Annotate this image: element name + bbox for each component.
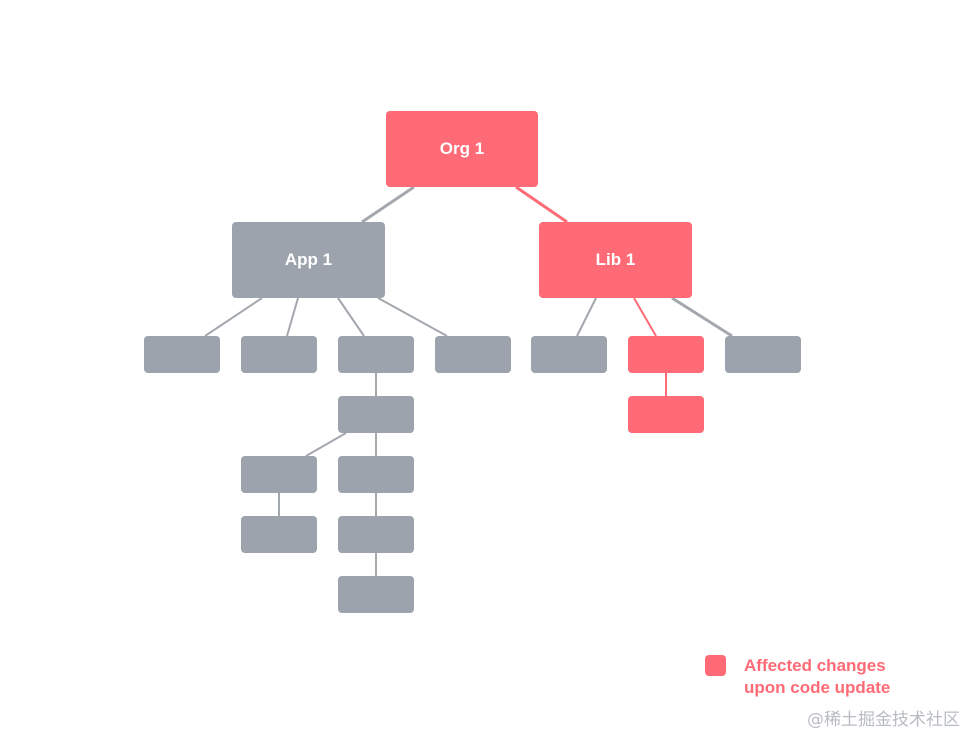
node-c3: [338, 576, 414, 613]
node-a4: [435, 336, 511, 373]
node-c1: [338, 456, 414, 493]
node-l3: [725, 336, 801, 373]
node-l2: [628, 336, 704, 373]
node-c2: [338, 516, 414, 553]
node-a2: [241, 336, 317, 373]
node-lib1: Lib 1: [539, 222, 692, 298]
node-a3: [338, 336, 414, 373]
watermark: @稀土掘金技术社区: [807, 710, 960, 730]
node-label-lib1: Lib 1: [595, 250, 636, 269]
node-label-org1: Org 1: [439, 139, 485, 158]
edge-org1-app1: [361, 185, 415, 224]
node-org1: Org 1: [386, 111, 538, 187]
node-l1: [531, 336, 607, 373]
edge-app1-a4: [377, 297, 448, 337]
edge-lib1-l3: [671, 296, 733, 338]
node-label-app1: App 1: [284, 250, 333, 269]
legend-swatch-affected: [705, 655, 726, 676]
graph-edges: [204, 185, 733, 576]
legend-label-line-2: upon code update: [744, 678, 891, 697]
legend-label: Affected changes upon code update: [744, 655, 890, 699]
node-b1c: [241, 516, 317, 553]
legend: Affected changes upon code update: [705, 655, 890, 699]
node-a1: [144, 336, 220, 373]
node-b1: [241, 456, 317, 493]
edge-org1-lib1: [515, 185, 568, 224]
edge-lib1-l1: [576, 297, 597, 337]
legend-label-line-1: Affected changes: [744, 656, 886, 675]
edge-a3c-b1: [305, 432, 347, 457]
node-app1: App 1: [232, 222, 385, 298]
edge-lib1-l2: [633, 297, 657, 337]
edge-app1-a3: [337, 297, 365, 337]
edge-app1-a2: [286, 297, 299, 337]
node-a3c: [338, 396, 414, 433]
edge-app1-a1: [204, 297, 263, 337]
node-l2c: [628, 396, 704, 433]
